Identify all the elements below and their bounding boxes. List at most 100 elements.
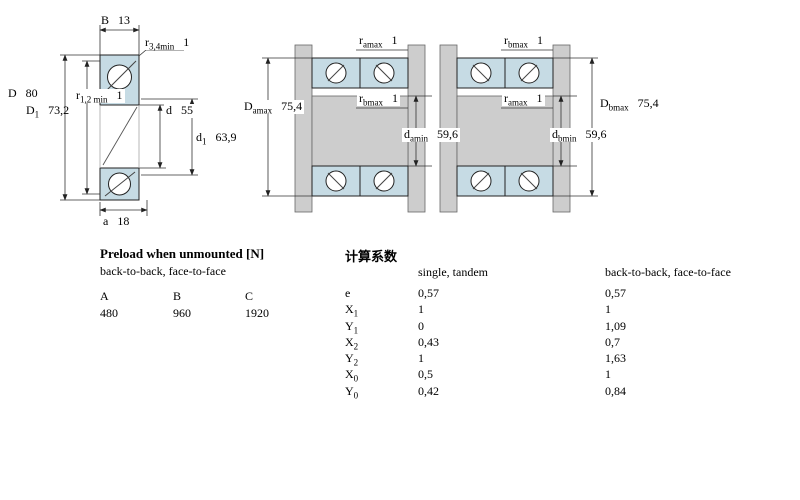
preload-table-header-row: A B C xyxy=(100,289,253,304)
factor-symbol: Y2 xyxy=(345,351,359,368)
mounting-drawing-back-to-back xyxy=(262,44,432,213)
dim-label-D-bmax: Dbmax 75,4 xyxy=(598,96,661,113)
dim-value: 1 xyxy=(537,33,543,47)
factors-col2-header: back-to-back, face-to-face xyxy=(605,265,731,279)
dim-value: 59,6 xyxy=(437,127,458,141)
factors-row-Y0: Y0 0,42 0,84 xyxy=(345,383,790,401)
dim-label-a: a 18 xyxy=(103,214,130,229)
dim-subscript: 1 xyxy=(34,109,40,120)
dim-value: 1 xyxy=(392,91,398,105)
factors-table-title: 计算系数 xyxy=(345,249,398,264)
factor-single-value: 0,43 xyxy=(418,334,439,349)
dim-symbol: D xyxy=(26,103,35,117)
dim-subscript: 3,4min xyxy=(149,41,175,52)
factors-row-X1: X1 1 1 xyxy=(345,301,790,319)
dim-symbol: r xyxy=(359,33,363,47)
dim-symbol: a xyxy=(103,214,109,228)
preload-value-A: 480 xyxy=(100,306,118,320)
dim-value: 1 xyxy=(391,33,398,47)
dim-symbol: D xyxy=(244,99,253,113)
preload-table-title: Preload when unmounted [N] xyxy=(100,246,265,261)
dim-symbol: B xyxy=(101,13,110,27)
factor-paired-value: 0,84 xyxy=(605,383,626,398)
dim-subscript: 1 xyxy=(202,136,207,147)
dim-label-d: d 55 xyxy=(164,103,195,118)
dim-symbol: d xyxy=(166,103,172,117)
factor-single-value: 1 xyxy=(418,351,424,366)
dim-subscript: 1,2 min xyxy=(80,94,108,105)
factors-col1-header: single, tandem xyxy=(418,265,488,279)
dim-symbol: d xyxy=(404,127,410,141)
factor-symbol: X1 xyxy=(345,302,359,319)
dim-subscript: bmin xyxy=(558,133,577,144)
bearing-cross-section-drawing xyxy=(60,25,198,216)
factor-paired-value: 1 xyxy=(605,302,611,317)
factors-row-Y2: Y2 1 1,63 xyxy=(345,350,790,368)
preload-table-value-row: 480 960 1920 xyxy=(100,306,269,321)
dim-symbol: D xyxy=(8,86,17,100)
factors-row-X0: X0 0,5 1 xyxy=(345,366,790,384)
dim-label-d-bmin: dbmin 59,6 xyxy=(550,127,609,144)
preload-col-C: C xyxy=(245,289,254,303)
dim-label-D1: D1 73,2 xyxy=(26,103,70,120)
factors-row-e: e 0,57 0,57 xyxy=(345,285,790,301)
dim-subscript: bmax xyxy=(363,97,383,108)
dim-subscript: bmax xyxy=(608,102,629,113)
dim-label-D: D 80 xyxy=(8,86,38,101)
dim-symbol: d xyxy=(552,127,558,141)
factor-single-value: 0,5 xyxy=(418,367,433,382)
technical-drawings xyxy=(60,25,598,216)
factor-paired-value: 1 xyxy=(605,367,611,382)
factors-header-row: single, tandem back-to-back, face-to-fac… xyxy=(345,266,790,285)
factor-symbol: X2 xyxy=(345,334,359,352)
dim-symbol: r xyxy=(145,35,149,49)
dim-symbol: r xyxy=(504,33,508,47)
factor-single-value: 0 xyxy=(418,318,424,333)
factor-paired-value: 1,09 xyxy=(605,318,626,333)
factor-single-value: 1 xyxy=(418,302,424,317)
contact-angle-line xyxy=(102,106,138,166)
dim-subscript: amax xyxy=(508,97,528,108)
dim-symbol: r xyxy=(504,91,508,105)
dim-value: 59,6 xyxy=(585,127,607,141)
factor-symbol: Y1 xyxy=(345,318,359,335)
dim-value: 63,9 xyxy=(215,130,237,144)
dim-value: 75,4 xyxy=(281,99,303,113)
dim-value: 13 xyxy=(118,13,131,27)
dim-label-r-bmax-2: rbmax 1 xyxy=(502,33,545,50)
factors-row-Y1: Y1 0 1,09 xyxy=(345,318,790,335)
dim-subscript: amax xyxy=(363,39,383,50)
preload-table-subtitle: back-to-back, face-to-face xyxy=(100,264,226,278)
dim-label-r12min: r1,2 min 1 xyxy=(74,88,125,105)
dim-label-r-amax-1: ramax 1 xyxy=(357,33,400,50)
preload-col-A: A xyxy=(100,289,109,303)
dim-symbol: r xyxy=(359,91,363,105)
factor-symbol: e xyxy=(345,286,351,300)
factors-row-X2: X2 0,43 0,7 xyxy=(345,334,790,352)
dim-subscript: amax xyxy=(252,105,273,116)
calculation-factors-table: single, tandem back-to-back, face-to-fac… xyxy=(345,266,790,401)
factor-paired-value: 1,63 xyxy=(605,351,626,366)
dim-value: 73,2 xyxy=(48,103,70,117)
dim-value: 75,4 xyxy=(637,96,659,110)
dim-value: 1 xyxy=(116,88,123,102)
dim-label-D-amax: Damax 75,4 xyxy=(242,99,305,116)
factor-symbol: Y0 xyxy=(345,383,359,401)
preload-value-C: 1920 xyxy=(245,306,269,320)
dim-label-d-amin: damin 59,6 xyxy=(402,127,460,144)
dim-subscript: amin xyxy=(410,133,428,144)
dim-symbol: r xyxy=(76,88,80,102)
dim-subscript: bmax xyxy=(508,39,528,50)
factor-paired-value: 0,7 xyxy=(605,334,620,349)
factor-symbol: X0 xyxy=(345,367,359,384)
dim-value: 18 xyxy=(117,214,130,228)
dim-symbol: D xyxy=(600,96,609,110)
dim-value: 80 xyxy=(25,86,38,100)
factor-single-value: 0,42 xyxy=(418,383,439,398)
preload-col-B: B xyxy=(173,289,182,303)
dim-label-r-bmax-1: rbmax 1 xyxy=(357,91,400,108)
dim-value: 55 xyxy=(181,103,193,117)
